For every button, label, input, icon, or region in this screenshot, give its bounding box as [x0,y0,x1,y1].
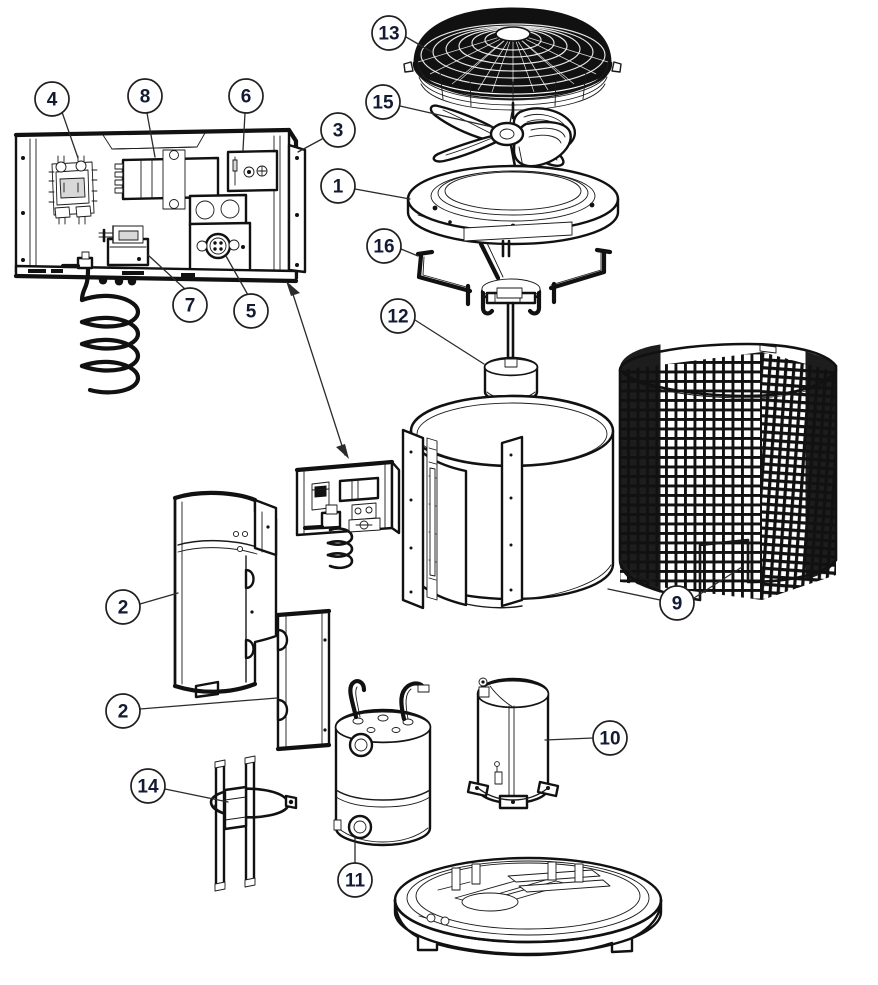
fan-guard-grille [403,7,622,120]
fan-blade [429,104,577,174]
compressor-mount-strap [209,755,298,892]
leader-line [242,112,246,151]
callout-number: 11 [345,871,366,892]
callout-number: 15 [372,93,394,114]
leader-line [405,36,433,53]
callout-bubble[interactable] [127,78,163,114]
leader-line [354,188,411,200]
leader-line [297,138,323,153]
service-panel [188,193,252,274]
callout-bubble[interactable] [233,293,269,329]
callout-number: 5 [246,302,257,323]
callout-number: 6 [241,87,252,108]
callout-bubble[interactable] [592,720,628,756]
leader-line [146,112,156,158]
callout-compressor-mount-strap[interactable]: 14 [130,768,229,804]
assembly-reference-arrow [286,281,349,459]
control-box-enclosure [13,127,307,286]
coil-guard-mesh [618,342,838,602]
control-box-installed [294,459,401,570]
leader-line [139,697,278,710]
leader-line [225,255,249,296]
leader-line [61,111,79,159]
callout-bubble[interactable] [337,862,373,898]
callout-service-connector[interactable]: 5 [225,255,269,329]
callout-control-box-enclosure[interactable]: 3 [297,112,356,153]
callout-number: 1 [333,177,344,198]
leader-line [139,592,179,605]
service-connector [196,232,245,260]
callout-bubble[interactable] [130,768,166,804]
callout-bubble[interactable] [366,228,402,264]
condenser-coil [401,394,615,610]
callout-number: 16 [373,237,394,258]
high-pressure-switch [98,225,150,267]
callout-number: 7 [185,296,196,317]
callout-corner-panel-small[interactable]: 2 [105,693,278,729]
callout-bubble[interactable] [371,15,407,51]
leader-line [693,566,743,599]
callout-number: 12 [387,307,408,328]
callout-bubble[interactable] [105,693,141,729]
callout-accumulator[interactable]: 11 [337,837,373,898]
callout-bubble[interactable] [228,78,264,114]
fan-motor [483,356,539,403]
callout-coil-guard-mesh[interactable] [693,566,743,599]
callout-high-pressure-switch[interactable]: 7 [147,254,208,323]
callout-corner-panel-large[interactable]: 2 [105,589,179,625]
fan-motor-mount-bracket [415,241,613,367]
callout-bubble[interactable] [105,589,141,625]
run-capacitor [114,149,220,210]
corner-panel-small [275,608,332,752]
callout-number: 2 [118,598,129,619]
callout-bubble[interactable] [172,287,208,323]
callout-number: 14 [137,777,159,798]
leader-line [147,254,186,290]
callout-bubble[interactable] [380,298,416,334]
leader-line [399,105,493,128]
callout-bubble[interactable] [365,84,401,120]
callout-layer: 4 8 6 3 1 16 12 13 15 7 5 2 2 9 14 11 10 [34,15,743,898]
callout-fan-motor[interactable]: 12 [380,298,485,365]
compressor [466,677,560,810]
top-panel [406,164,620,258]
callout-number: 3 [333,121,344,142]
callout-condenser-coil[interactable]: 9 [607,585,695,621]
leader-line [400,248,419,257]
terminal-block [226,149,279,193]
callout-number: 4 [47,90,58,111]
leader-line [414,319,485,365]
callout-bubble[interactable] [34,81,70,117]
corner-panel-large [172,490,278,699]
accumulator [333,679,432,847]
callout-fan-guard-grille[interactable]: 13 [371,15,433,53]
callout-number: 2 [118,702,129,723]
callout-fan-motor-mount-bracket[interactable]: 16 [366,228,419,264]
leader-line [164,788,229,803]
callout-top-panel[interactable]: 1 [320,168,411,204]
callout-run-capacitor[interactable]: 8 [127,78,163,158]
callout-number: 13 [378,24,399,45]
callout-number: 8 [140,87,151,108]
leader-line [544,737,594,741]
callout-bubble[interactable] [320,112,356,148]
capillary-coil [79,267,141,395]
callout-bubble[interactable] [320,168,356,204]
callout-compressor[interactable]: 10 [544,720,628,756]
callout-fan-blade[interactable]: 15 [365,84,493,128]
callout-number: 10 [599,729,620,750]
leader-line [607,588,661,601]
callout-contactor[interactable]: 4 [34,81,79,159]
contactor [48,155,98,225]
callout-bubble[interactable] [659,585,695,621]
base-pan [393,856,663,957]
callout-terminal-block[interactable]: 6 [228,78,264,151]
callout-number: 9 [672,594,683,615]
